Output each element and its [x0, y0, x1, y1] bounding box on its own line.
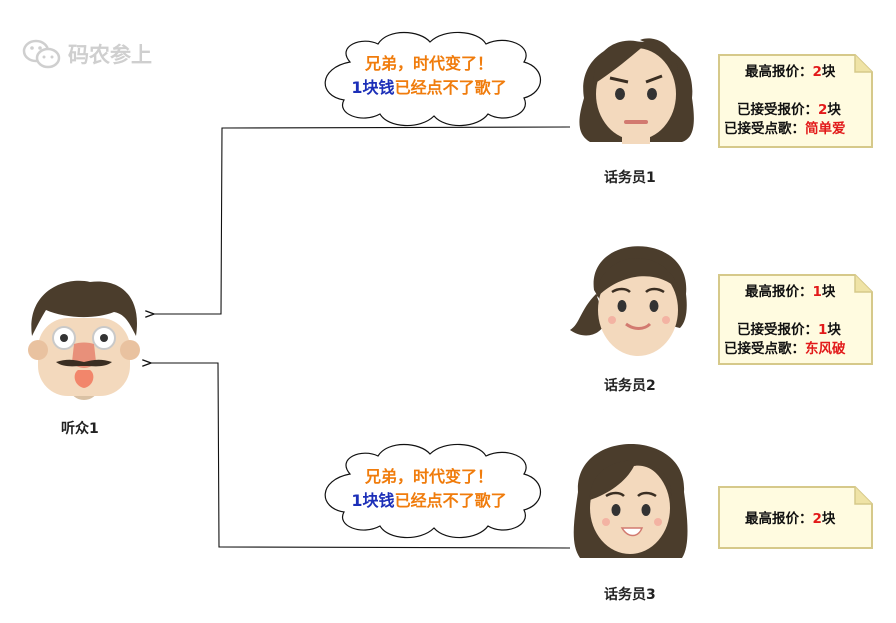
bubble1-line2: 1块钱已经点不了歌了 [309, 76, 549, 100]
bubble3-line2: 1块钱已经点不了歌了 [309, 489, 549, 513]
listener-label: 听众1 [61, 418, 99, 438]
connector-operator1-to-listener [153, 127, 570, 314]
operator3-avatar [574, 444, 688, 558]
note3-max-bid: 最高报价：2块 [745, 510, 835, 528]
bubble1-line1: 兄弟，时代变了！ [309, 52, 549, 76]
note2-max-bid: 最高报价：1块 [745, 283, 835, 301]
note1-accepted-song: 已接受点歌：简单爱 [724, 120, 846, 138]
operator1-avatar [579, 38, 693, 144]
operator3-label: 话务员3 [604, 584, 656, 604]
note2-accepted-bid: 已接受报价：1块 [737, 321, 841, 339]
note2-accepted-song: 已接受点歌：东风破 [724, 340, 846, 358]
bubble3-line1: 兄弟，时代变了！ [309, 465, 549, 489]
operator2-label: 话务员2 [604, 375, 656, 395]
operator1-label: 话务员1 [604, 167, 656, 187]
speech-bubble-1-text: 兄弟，时代变了！ 1块钱已经点不了歌了 [309, 52, 549, 100]
note1-accepted-bid: 已接受报价：2块 [737, 101, 841, 119]
listener-avatar [28, 281, 140, 400]
speech-bubble-3-text: 兄弟，时代变了！ 1块钱已经点不了歌了 [309, 465, 549, 513]
operator2-avatar [570, 246, 687, 356]
note1-max-bid: 最高报价：2块 [745, 63, 835, 81]
